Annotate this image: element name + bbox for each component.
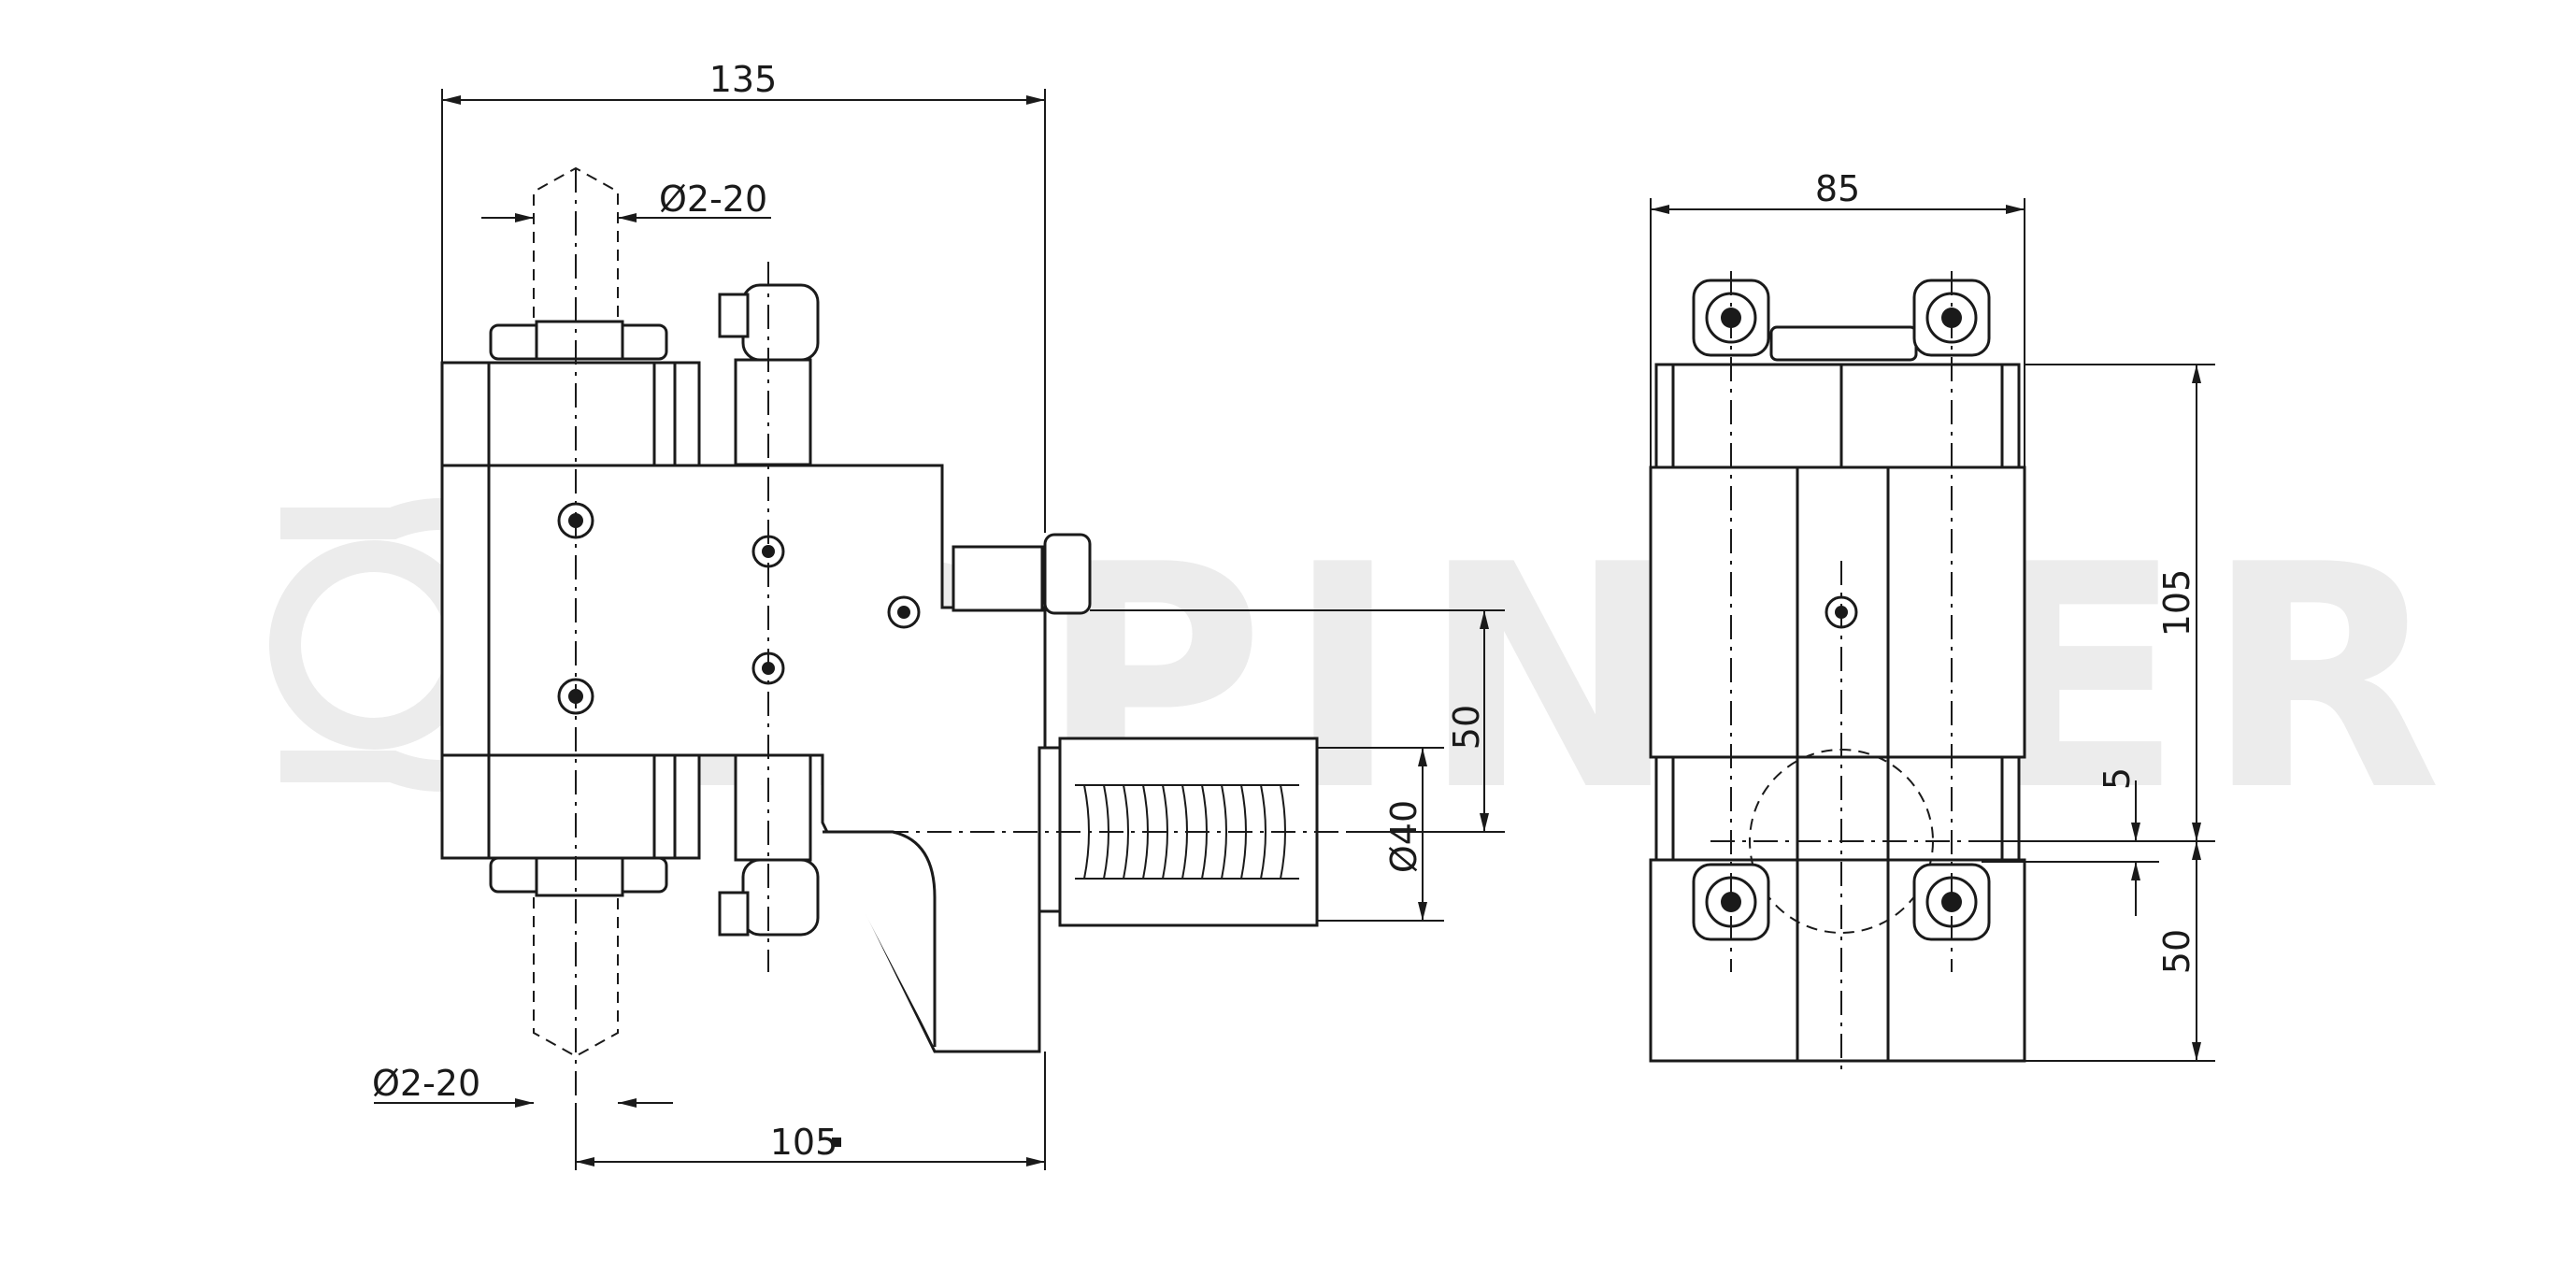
dim-shank-offset: 105	[770, 1122, 838, 1163]
side-view	[1649, 271, 2026, 1075]
dim-shank-height: 50	[1446, 705, 1487, 750]
front-view	[440, 166, 1346, 1103]
side-dimensions: 85 105 5 50	[1650, 168, 2215, 1062]
thread-rib	[1123, 784, 1129, 880]
reference-mark	[832, 1138, 841, 1147]
dim-side-height: 105	[2156, 569, 2197, 637]
dim-side-width: 85	[1815, 168, 1860, 209]
front-dimensions: 135 Ø2-20 Ø2-20 105 50 Ø40	[372, 59, 1505, 1170]
screw-icon	[887, 595, 921, 629]
dim-overall-width: 135	[709, 59, 778, 100]
dim-bore-bottom: Ø2-20	[372, 1063, 480, 1104]
dim-side-lower: 50	[2156, 929, 2197, 974]
thread-rib	[1260, 784, 1267, 880]
thread-rib	[1221, 784, 1227, 880]
dim-shank-diameter: Ø40	[1383, 800, 1424, 873]
dim-side-offset: 5	[2097, 767, 2138, 790]
thread-rib	[1162, 784, 1168, 880]
dim-bore-top: Ø2-20	[659, 179, 767, 220]
